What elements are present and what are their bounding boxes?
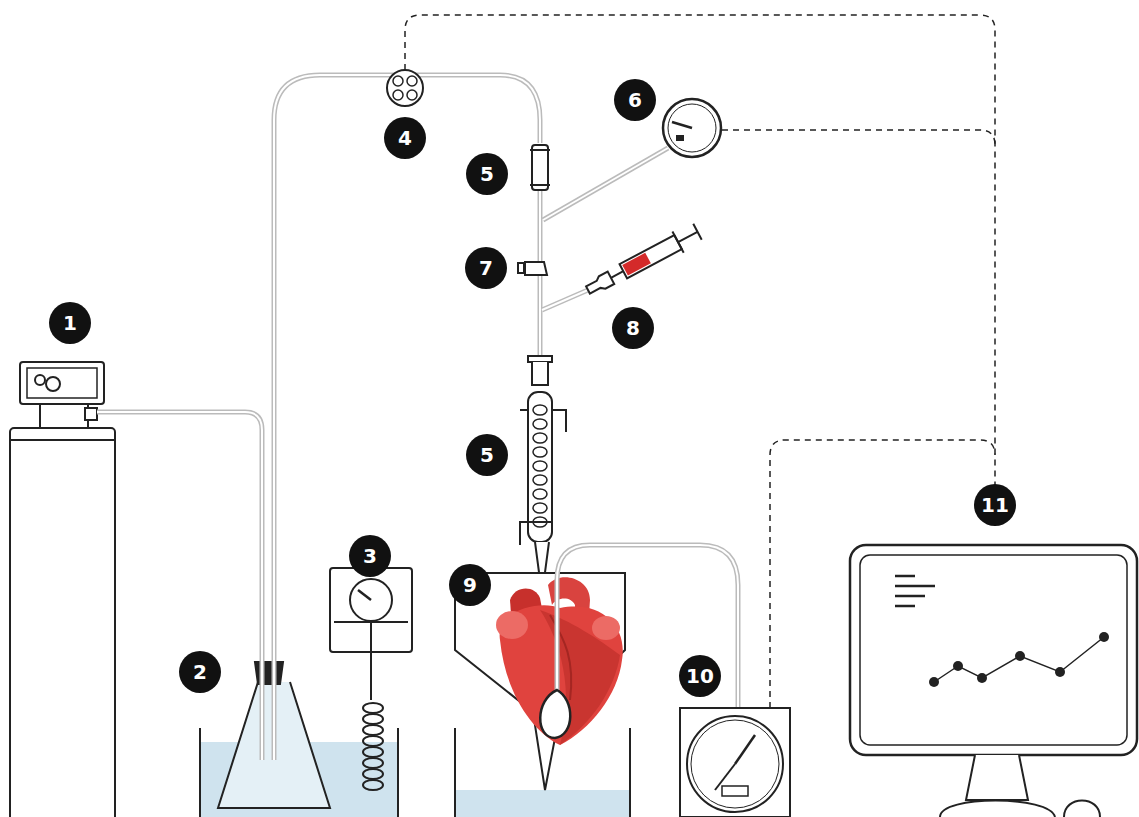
computer-monitor [850, 545, 1137, 755]
callout-number: 9 [449, 564, 491, 606]
callout-text: 9 [463, 573, 477, 597]
balloon [540, 690, 570, 738]
callout-text: 3 [363, 544, 377, 568]
stopcock [525, 262, 547, 275]
callout-text: 1 [63, 311, 77, 335]
callout-number: 5 [466, 434, 508, 476]
callout-text: 4 [398, 126, 412, 150]
gas-cylinder [10, 428, 115, 817]
callout-number: 7 [465, 247, 507, 289]
callout-text: 5 [480, 162, 494, 186]
callout-text: 11 [981, 493, 1009, 517]
callout-text: 7 [479, 256, 493, 280]
callout-number: 10 [679, 655, 721, 697]
callout-number: 5 [466, 153, 508, 195]
callout-number: 1 [49, 302, 91, 344]
callout-number: 8 [612, 307, 654, 349]
syringe [582, 221, 703, 300]
organ-chamber [455, 573, 625, 790]
callout-number: 6 [614, 79, 656, 121]
bubble-trap [532, 145, 548, 190]
stopper [255, 662, 283, 684]
callout-text: 2 [193, 660, 207, 684]
signal-line [405, 15, 995, 520]
pressure-gauge [663, 99, 721, 157]
callout-text: 6 [628, 88, 642, 112]
callout-text: 8 [626, 316, 640, 340]
callout-number: 3 [349, 535, 391, 577]
callout-number: 11 [974, 484, 1016, 526]
signal-line [722, 130, 995, 145]
heat-exchanger [528, 392, 552, 542]
callout-text: 10 [686, 664, 714, 688]
pressure-transducer [680, 708, 790, 817]
regulator [20, 362, 104, 404]
callout-text: 5 [480, 443, 494, 467]
callout-number: 2 [179, 651, 221, 693]
callout-number: 4 [384, 117, 426, 159]
peristaltic-pump [387, 70, 423, 106]
